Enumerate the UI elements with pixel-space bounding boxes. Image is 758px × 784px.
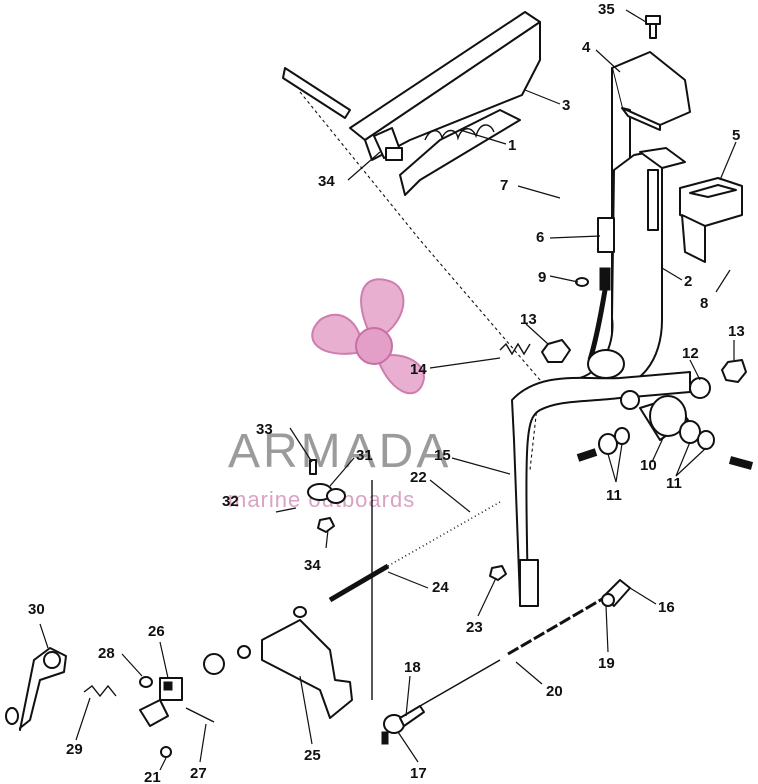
- callout-12: 12: [682, 345, 699, 362]
- callout-15: 15: [434, 447, 451, 464]
- square-sleeve: [679, 177, 743, 263]
- callout-30: 30: [28, 601, 45, 618]
- callout-16: 16: [658, 599, 675, 616]
- callout-labels: 35 4 3 1 5 34 7 6 2 9 8 13 13 14 12 33 3…: [28, 1, 745, 784]
- callout-32: 32: [222, 493, 239, 510]
- mounting-rail: [282, 11, 541, 196]
- callout-35: 35: [598, 1, 615, 18]
- callout-18: 18: [404, 659, 421, 676]
- callout-22: 22: [410, 469, 427, 486]
- callout-24: 24: [432, 579, 449, 596]
- lower-linkage-left: [5, 606, 307, 758]
- lower-linkage-right: [381, 565, 631, 745]
- bracket-clip: [373, 127, 403, 161]
- bracket-plate: [597, 217, 615, 253]
- callout-31: 31: [356, 447, 373, 464]
- callout-5: 5: [732, 127, 740, 144]
- callout-6: 6: [536, 229, 544, 246]
- callout-2: 2: [684, 273, 692, 290]
- watermark: ARMADA marine outboards: [228, 278, 451, 512]
- callout-1: 1: [508, 137, 516, 154]
- callout-26: 26: [148, 623, 165, 640]
- cable-end-ring: [587, 349, 625, 379]
- propeller-icon: [311, 278, 426, 395]
- callout-11-left: 11: [606, 487, 622, 504]
- callout-13-left: 13: [520, 311, 537, 328]
- callout-29: 29: [66, 741, 83, 758]
- callout-19: 19: [598, 655, 615, 672]
- swivel-fitting: [599, 267, 611, 291]
- callout-34-bottom: 34: [304, 557, 321, 574]
- callout-28: 28: [98, 645, 115, 662]
- callout-11-right: 11: [666, 475, 682, 492]
- callout-13-right: 13: [728, 323, 745, 340]
- callout-23: 23: [466, 619, 483, 636]
- leader-lines: [39, 9, 737, 771]
- cable-dashed-line: [299, 91, 541, 471]
- callout-10: 10: [640, 457, 657, 474]
- screw-top: [645, 15, 661, 39]
- callout-25: 25: [304, 747, 321, 764]
- callout-8: 8: [700, 295, 708, 312]
- control-cable-upper: [328, 480, 501, 700]
- callout-9: 9: [538, 269, 546, 286]
- callout-34-top: 34: [318, 173, 335, 190]
- cable-bracket-plate: [261, 619, 353, 719]
- callout-33: 33: [256, 421, 273, 438]
- return-spring: [499, 342, 531, 356]
- small-hardware-left: [275, 459, 346, 533]
- callout-14: 14: [410, 361, 427, 378]
- watermark-brand: ARMADA: [228, 425, 451, 478]
- washer-stack: [541, 339, 754, 470]
- callout-20: 20: [546, 683, 563, 700]
- callout-7: 7: [500, 177, 508, 194]
- callout-21: 21: [144, 769, 161, 784]
- shift-rod-bracket: [511, 371, 691, 607]
- callout-3: 3: [562, 97, 570, 114]
- callout-4: 4: [582, 39, 591, 56]
- callout-17: 17: [410, 765, 427, 782]
- callout-27: 27: [190, 765, 207, 782]
